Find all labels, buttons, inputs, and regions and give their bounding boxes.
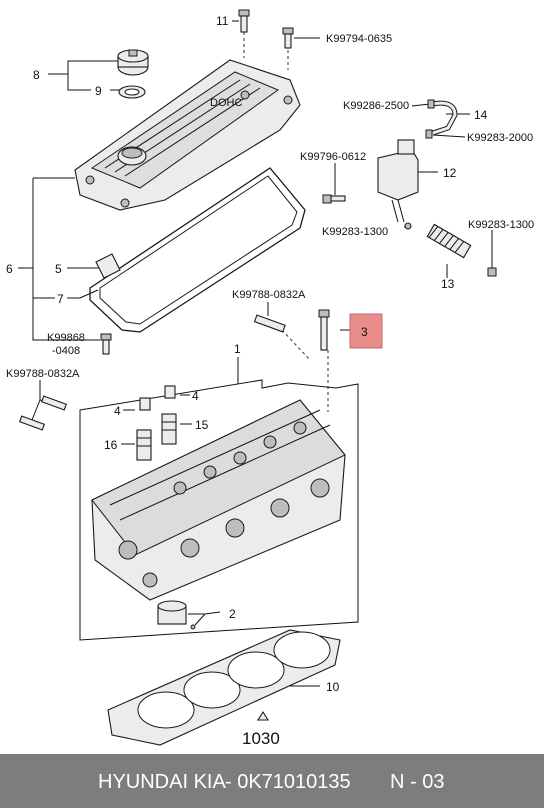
- label-k99283-1300-left: K99283-1300: [322, 226, 388, 238]
- label-k99868-suffix: -0408: [52, 345, 80, 357]
- label-16: 16: [104, 438, 118, 452]
- label-4-left: 4: [114, 404, 121, 418]
- bolt-k99794: [282, 27, 294, 49]
- bolt-3: [318, 309, 330, 351]
- valve-cover: DOHC: [74, 59, 301, 211]
- oil-filler-cap: [117, 49, 149, 76]
- label-k99788-upper: K99788-0832A: [232, 289, 306, 301]
- valve-seal-4-left: [139, 397, 151, 411]
- label-14: 14: [474, 108, 488, 122]
- footer-part-number: - 0K71010135: [225, 771, 351, 793]
- label-k99283-2000: K99283-2000: [467, 132, 533, 144]
- label-15: 15: [195, 418, 209, 432]
- bolt-11: [238, 9, 250, 33]
- label-8: 8: [33, 68, 40, 82]
- label-9: 9: [95, 84, 102, 98]
- label-k99796: K99796-0612: [300, 151, 366, 163]
- hose-14: [425, 99, 458, 139]
- label-1030: 1030: [242, 729, 280, 748]
- label-12: 12: [443, 166, 457, 180]
- label-2: 2: [229, 607, 236, 621]
- label-k99794: K99794-0635: [326, 33, 392, 45]
- studs-k99788-lower: [18, 395, 68, 431]
- spring-15: [161, 413, 177, 445]
- label-k99283-1300-right: K99283-1300: [468, 219, 534, 231]
- bolt-k99796: [322, 194, 346, 204]
- valve-seal-4-right: [164, 385, 176, 399]
- label-k99286: K99286-2500: [343, 100, 409, 112]
- cap-gasket: [118, 85, 146, 99]
- label-5: 5: [55, 262, 62, 276]
- bolt-k99868: [100, 333, 112, 355]
- spring-16: [136, 429, 152, 461]
- exploded-parts-diagram: DOHC: [6, 9, 534, 748]
- label-k99788-lower: K99788-0832A: [6, 368, 80, 380]
- stud-k99788-upper: [253, 314, 286, 333]
- labels: 11 K99794-0635 8 9 K99286-2500 14 K99283…: [6, 14, 534, 748]
- label-k99868: K99868: [47, 332, 85, 344]
- hose-13: [426, 223, 497, 277]
- label-7: 7: [57, 292, 64, 306]
- label-11: 11: [216, 14, 229, 28]
- highlight-box-3: [349, 313, 383, 349]
- footer-page: N - 03: [390, 771, 445, 793]
- label-1: 1: [234, 342, 241, 356]
- label-4-right: 4: [192, 389, 199, 403]
- svg-text:DOHC: DOHC: [210, 97, 242, 109]
- pcv-assembly-12: [377, 139, 419, 230]
- cylinder-head: [91, 399, 346, 601]
- valve-cover-gasket: [89, 167, 306, 333]
- head-gasket: [107, 629, 341, 746]
- label-13: 13: [441, 277, 455, 291]
- part-2-plug: [157, 600, 196, 630]
- footer-bar: HYUNDAI KIA - 0K71010135 N - 03: [0, 754, 544, 808]
- label-3: 3: [361, 325, 368, 339]
- label-10: 10: [326, 680, 340, 694]
- label-6: 6: [6, 262, 13, 276]
- footer-brand: HYUNDAI KIA: [98, 771, 226, 793]
- dowel-1030: [257, 710, 269, 721]
- cylinder-head-box: [79, 379, 359, 641]
